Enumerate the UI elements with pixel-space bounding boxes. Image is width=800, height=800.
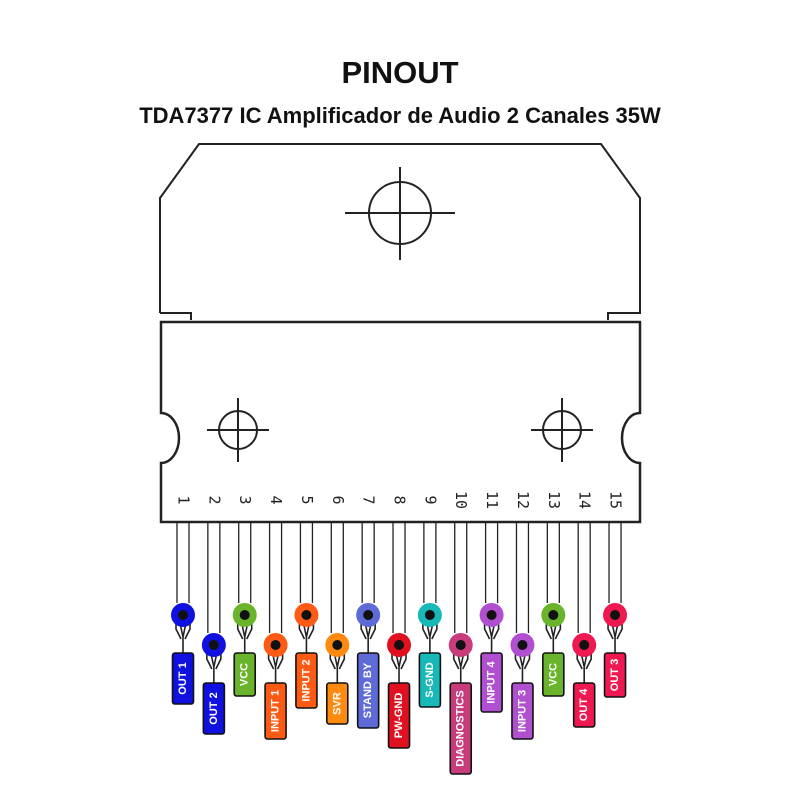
- pin-label-box: [511, 682, 534, 740]
- pin-label: OUT 4: [578, 688, 590, 721]
- pin-number: 8: [391, 495, 409, 504]
- ic-heatsink-tab: [159, 143, 641, 320]
- ic-body: [159, 320, 642, 524]
- pin-label-box: [233, 652, 257, 697]
- pin-connector: [545, 622, 562, 653]
- pin-label: VCC: [547, 663, 559, 686]
- pin-label-box: [171, 652, 195, 705]
- pin-number: 12: [514, 491, 532, 509]
- pin-number: 7: [360, 495, 378, 504]
- pin-connector: [206, 652, 222, 683]
- pin-label: INPUT 3: [516, 690, 528, 732]
- pin-number: 9: [421, 495, 439, 504]
- pin-connector: [329, 652, 346, 683]
- pin-label-box: [387, 682, 411, 749]
- pin-label-box: [542, 652, 565, 697]
- pin-number: 11: [483, 491, 501, 509]
- pin-dot-center: [301, 610, 312, 620]
- pin-dot-center: [178, 610, 188, 620]
- pin-dot-center: [332, 640, 343, 650]
- pin-label: SVR: [331, 692, 343, 715]
- pin-label: PW-GND: [393, 693, 405, 739]
- pin-label: INPUT 4: [486, 661, 498, 704]
- pin-number: 15: [607, 491, 625, 509]
- pin-number: 5: [298, 495, 316, 504]
- pin-label-box: [295, 652, 318, 709]
- pin-connector: [236, 622, 253, 653]
- pin-label-box: [480, 652, 503, 713]
- pin-9: 9S-GND: [417, 495, 442, 708]
- pin-label-box: [603, 652, 627, 698]
- pin-connector: [514, 652, 531, 683]
- pin-number: 10: [452, 491, 470, 509]
- pin-label: OUT 2: [208, 692, 220, 724]
- pin-label-box: [202, 682, 226, 735]
- pin-number: 1: [175, 495, 193, 504]
- pin-label-box: [449, 682, 473, 775]
- pin-number: 13: [545, 491, 563, 509]
- pin-dot-center: [579, 640, 590, 650]
- pin-label: S-GND: [424, 662, 436, 698]
- pin-label: VCC: [239, 663, 251, 686]
- pin-dot-center: [486, 610, 497, 620]
- pin-label-box: [264, 682, 287, 740]
- pin-label-box: [418, 652, 442, 708]
- pin-dot-center: [363, 610, 374, 620]
- pin-dot-center: [610, 610, 621, 620]
- pin-number: 6: [329, 495, 347, 504]
- pin-connector: [298, 622, 315, 653]
- pin-connector: [267, 652, 284, 683]
- pin-label: INPUT 1: [270, 690, 282, 732]
- pin-dot-center: [270, 640, 281, 650]
- pin-connector: [576, 652, 592, 683]
- pin-8: 8PW-GND: [387, 495, 412, 749]
- pin-number: 3: [236, 495, 254, 504]
- pin-label: INPUT 2: [300, 659, 312, 701]
- pin-dot-center: [517, 640, 528, 650]
- pin-dot-center: [548, 610, 559, 620]
- pin-dot-center: [424, 610, 435, 620]
- pin-label-box: [572, 682, 596, 728]
- pin-label: STAND BY: [362, 662, 374, 718]
- pin-number: 2: [205, 495, 223, 504]
- pin-number: 14: [576, 491, 594, 509]
- pin-connector: [452, 652, 469, 683]
- pin-dot-center: [455, 640, 466, 650]
- pin-connector: [391, 652, 407, 683]
- pin-dot-center: [394, 640, 405, 650]
- pin-label-box: [356, 652, 380, 729]
- pin-connector: [607, 622, 623, 653]
- pin-label: OUT 3: [609, 659, 621, 691]
- pin-connector: [175, 622, 191, 653]
- pin-dot-center: [208, 640, 219, 650]
- pin-connector: [422, 622, 438, 653]
- pin-connector: [360, 622, 376, 653]
- pin-label: OUT 1: [177, 662, 189, 694]
- pin-dot-center: [239, 610, 250, 620]
- pin-label: DIAGNOSTICS: [455, 690, 467, 766]
- page-title: PINOUT: [341, 55, 459, 90]
- page-subtitle: TDA7377 IC Amplificador de Audio 2 Canal…: [139, 103, 661, 128]
- pin-label-box: [325, 682, 349, 725]
- pin-connector: [483, 622, 500, 653]
- pin-number: 4: [267, 495, 285, 504]
